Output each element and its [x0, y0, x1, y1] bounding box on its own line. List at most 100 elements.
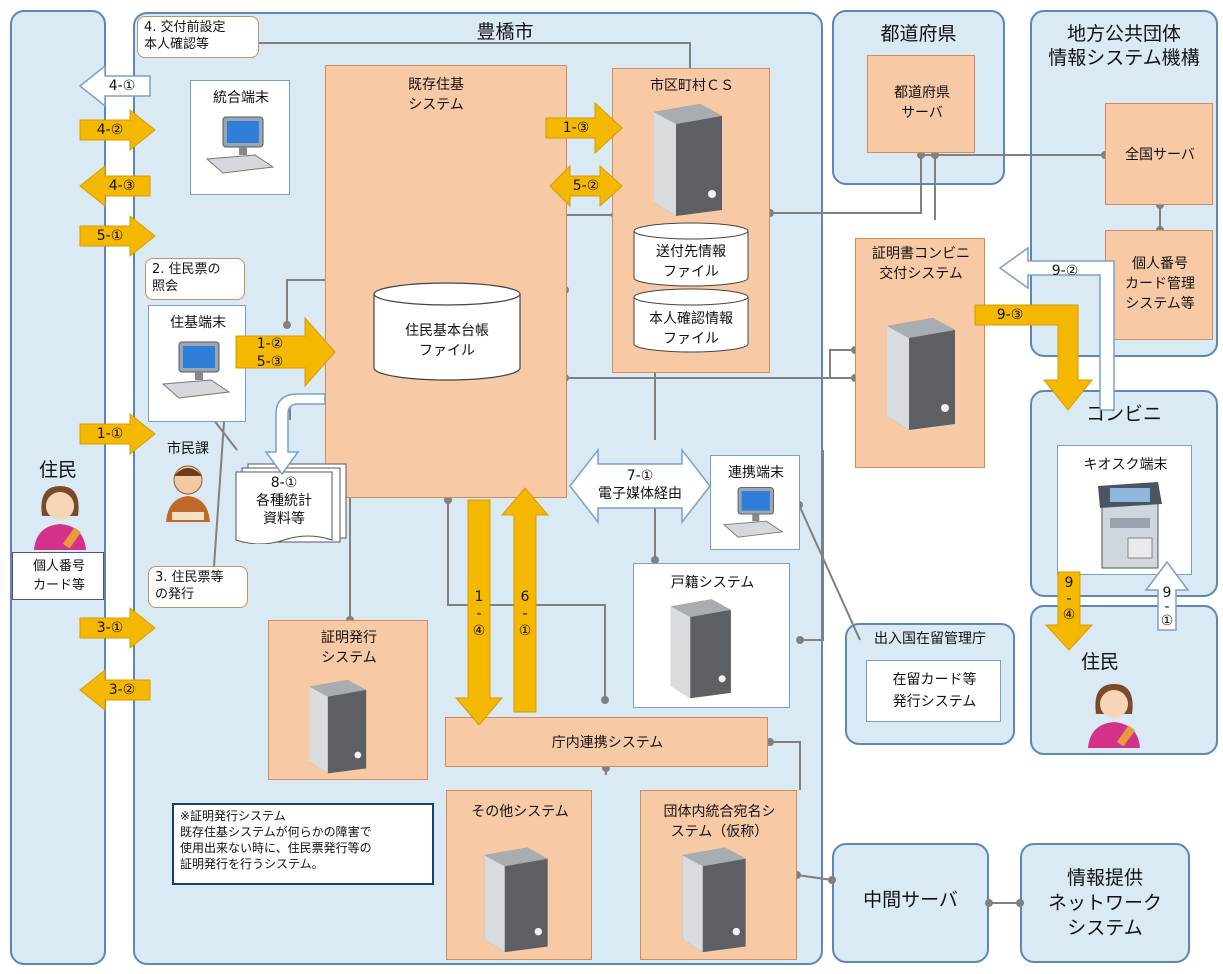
arrow-1-1 — [79, 412, 156, 456]
pc-icon — [722, 487, 784, 538]
existing-juki-system: 既存住基 システム — [325, 65, 567, 498]
id-check-line2: ファイル — [663, 331, 719, 347]
label-4-2: 4-② — [96, 122, 124, 138]
ledger-file-line2: ファイル — [419, 343, 475, 359]
prefecture-server-line2: サーバ — [901, 105, 943, 121]
label-6-1-b: - — [522, 606, 528, 622]
arrow-1-2-5-3 — [235, 316, 336, 388]
national-server: 全国サーバ — [1105, 103, 1213, 205]
arrow-5-1 — [79, 214, 156, 258]
arrow-3-2 — [79, 668, 151, 712]
arrow-9-4 — [1044, 571, 1094, 651]
send-info-line1: 送付先情報 — [656, 244, 726, 260]
card-management-system: 個人番号 カード管理 システム等 — [1105, 230, 1213, 340]
label-1-1: 1-① — [96, 426, 124, 442]
id-check-line1: 本人確認情報 — [649, 311, 733, 327]
label-9-2: 9-② — [1051, 263, 1079, 279]
id-check-cylinder — [633, 288, 749, 353]
label-9-4-c: ④ — [1062, 607, 1076, 623]
card-mgmt-line1: 個人番号 — [1132, 256, 1188, 272]
integrated-terminal-box: 統合端末 — [190, 80, 290, 195]
resident-person-icon — [34, 486, 86, 550]
label-6-1-a: 6 — [520, 589, 530, 605]
pc-icon — [205, 116, 275, 174]
label-9-4-a: 9 — [1064, 575, 1074, 591]
card-mgmt-line3: システム等 — [1125, 296, 1195, 312]
card-label-line1: 個人番号 — [32, 559, 85, 574]
ledger-file-line1: 住民基本台帳 — [405, 323, 489, 339]
pc-icon — [161, 341, 231, 399]
label-3-1: 3-① — [96, 620, 124, 636]
toyohashi-title: 豊橋市 — [476, 21, 534, 43]
arrow-9-3 — [974, 304, 1094, 411]
renkei-terminal-label: 連携端末 — [728, 465, 784, 481]
callout-pre-issue-setting: 4. 交付前設定 本人確認等 — [137, 16, 259, 58]
stats-doc-line1: 8-① — [270, 475, 298, 491]
send-info-line2: ファイル — [663, 264, 719, 280]
my-number-card-box: 個人番号 カード等 — [12, 552, 104, 600]
label-6-1-c: ① — [518, 623, 532, 639]
label-1-4-b: - — [476, 606, 482, 622]
chonai-label: 庁内連携システム — [551, 735, 664, 751]
label-5-3: 5-③ — [256, 354, 284, 370]
callout-residence-issue: 3. 住民票等 の発行 — [148, 566, 248, 608]
zairyu-line2: 発行システム — [892, 694, 977, 710]
network-line1: 情報提供 — [1066, 867, 1143, 889]
staff-person-icon — [166, 465, 210, 522]
label-1-4-c: ④ — [472, 623, 486, 639]
jlis-title-line2: 情報システム機構 — [1048, 47, 1200, 69]
konbini-issuance-system: 証明書コンビニ 交付システム — [855, 238, 985, 468]
arrow-3-1 — [79, 606, 156, 650]
arrow-5-2 — [549, 164, 623, 208]
label-9-1-c: ① — [1160, 613, 1174, 629]
arrow-1-3 — [545, 101, 623, 155]
arrow-4-1 — [78, 64, 151, 108]
label-7-1-line2: 電子媒体経由 — [598, 486, 682, 502]
stats-documents-icon — [235, 463, 347, 544]
label-5-1: 5-① — [96, 228, 124, 244]
kiosk-terminal-label: キオスク端末 — [1083, 457, 1168, 473]
prefecture-title: 都道府県 — [880, 23, 957, 45]
label-9-3: 9-③ — [996, 307, 1024, 323]
label-5-2: 5-② — [572, 178, 600, 194]
existing-juki-line1: 既存住基 — [408, 77, 464, 93]
label-1-2: 1-② — [256, 336, 284, 352]
network-line3: システム — [1067, 917, 1143, 939]
shomei-line2: システム — [321, 650, 377, 666]
stats-doc-line2: 各種統計 — [256, 493, 312, 509]
label-9-1-a: 9 — [1162, 585, 1172, 601]
existing-juki-line2: システム — [408, 97, 464, 113]
arrow-9-1 — [1144, 560, 1190, 631]
kiosk-terminal-box: キオスク端末 — [1057, 445, 1192, 575]
label-9-1-b: - — [1164, 599, 1170, 615]
integrated-terminal-label: 統合端末 — [213, 90, 269, 106]
residence-card-system: 在留カード等 発行システム — [866, 660, 1001, 722]
card-label-line2: カード等 — [32, 578, 85, 593]
label-7-1-line1: 7-① — [626, 468, 654, 484]
arrow-8-1 — [264, 393, 326, 476]
server-icon — [887, 318, 955, 430]
resident-right-title: 住民 — [1080, 651, 1119, 673]
label-1-3: 1-③ — [562, 120, 590, 136]
resident-person-icon — [1088, 684, 1140, 748]
municipal-cs-label: 市区町村ＣＳ — [650, 78, 734, 94]
konbini-line1: 証明書コンビニ — [872, 246, 970, 262]
middle-server-label: 中間サーバ — [863, 889, 958, 911]
arrow-9-2 — [998, 246, 1115, 411]
certificate-system-note: ※証明発行システム 既存住基システムが何らかの障害で 使用出来ない時に、住民票発… — [172, 803, 434, 885]
kiosk-icon — [1098, 482, 1162, 569]
prefecture-server: 都道府県 サーバ — [867, 55, 975, 153]
card-mgmt-line2: カード管理 — [1125, 276, 1195, 292]
immigration-title: 出入国在留管理庁 — [874, 631, 986, 647]
zairyu-line1: 在留カード等 — [892, 672, 977, 688]
send-info-cylinder — [633, 222, 749, 287]
jlis-title-line1: 地方公共団体 — [1066, 23, 1181, 45]
network-line2: ネットワーク — [1047, 892, 1162, 914]
stats-doc-line3: 資料等 — [263, 511, 305, 527]
renkei-terminal-box: 連携端末 — [710, 455, 800, 550]
label-4-1: 4-① — [108, 78, 136, 94]
national-server-label: 全国サーバ — [1125, 147, 1195, 163]
prefecture-server-line1: 都道府県 — [894, 85, 950, 101]
label-4-3: 4-③ — [108, 178, 136, 194]
